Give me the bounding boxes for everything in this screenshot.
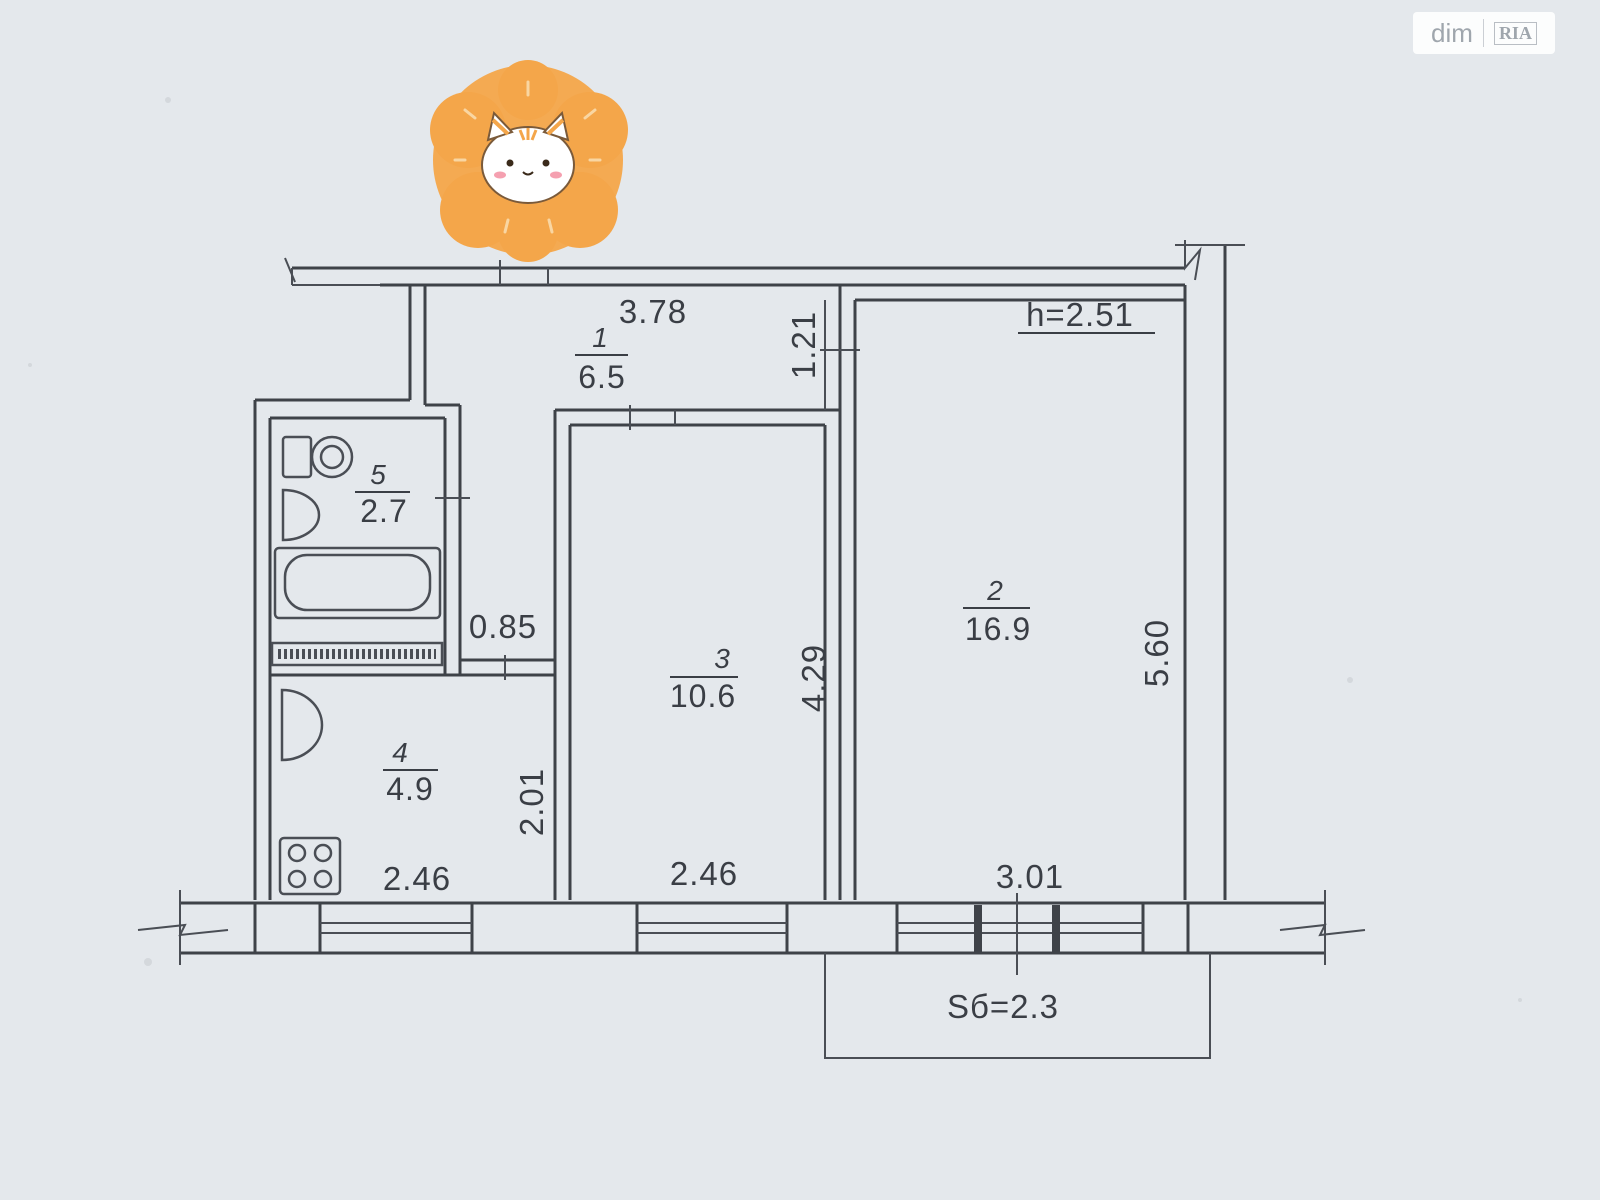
exterior-wall-top (284, 257, 1185, 287)
ceiling-height: h=2.51 (1018, 296, 1155, 334)
ceiling-height-label: h=2.51 (1026, 296, 1134, 333)
room-2-label: 2 16.9 (963, 575, 1031, 647)
dimension-corridor-width: 0.85 (469, 608, 537, 645)
room-number: 1 (592, 322, 608, 353)
room-area: 16.9 (965, 611, 1031, 647)
sink-icon (280, 688, 324, 762)
dimension-living-width: 3.01 (996, 858, 1064, 895)
room-number: 3 (714, 643, 730, 674)
room-1-label: 1 6.5 (575, 322, 628, 395)
dimension-kitchen-depth: 2.01 (513, 768, 550, 836)
wall-pier-3 (785, 901, 899, 955)
room-3-label: 3 10.6 (670, 643, 738, 714)
window (320, 922, 472, 934)
dimension-bedroom-width: 2.46 (670, 855, 738, 892)
room-area: 6.5 (578, 359, 625, 395)
cat-face-sticker-icon (430, 60, 628, 262)
room-number: 5 (370, 459, 386, 490)
room-area: 4.9 (386, 771, 433, 807)
dim-ria-watermark: dim RIA (1413, 12, 1555, 54)
balcony-area-label: Sб=2.3 (947, 988, 1059, 1025)
room-number: 4 (392, 737, 408, 768)
room-4-label: 4 4.9 (383, 737, 438, 807)
bathtub-icon (273, 546, 442, 620)
wall-pier-4 (1141, 901, 1190, 955)
dimension-living-depth: 5.60 (1138, 619, 1175, 687)
dimension-kitchen-width: 2.46 (383, 860, 451, 897)
wall-pier-1 (253, 901, 322, 955)
wall-pier-2 (470, 901, 639, 955)
balcony (824, 953, 1211, 1059)
radiator-icon (270, 641, 444, 667)
toilet-icon (281, 435, 354, 479)
room-area: 2.7 (360, 493, 407, 529)
balcony-door (897, 893, 1143, 975)
room-area: 10.6 (670, 678, 736, 714)
ria-logo-icon: RIA (1493, 21, 1537, 45)
watermark-text: dim (1431, 17, 1473, 48)
window (637, 922, 787, 934)
washbasin-icon (281, 488, 321, 542)
room-number: 2 (986, 575, 1003, 606)
paper-texture (28, 97, 1522, 1002)
stove-icon (278, 836, 342, 896)
interior-walls (253, 285, 1185, 900)
exterior-wall-right (1175, 240, 1245, 900)
dimension-hall-depth: 1.21 (785, 311, 822, 379)
exterior-wall-bottom (137, 890, 1366, 975)
dimension-bedroom-depth: 4.29 (795, 644, 832, 712)
watermark-divider (1482, 19, 1484, 47)
dimension-hall-width: 3.78 (619, 293, 687, 330)
room-5-label: 5 2.7 (355, 459, 410, 529)
